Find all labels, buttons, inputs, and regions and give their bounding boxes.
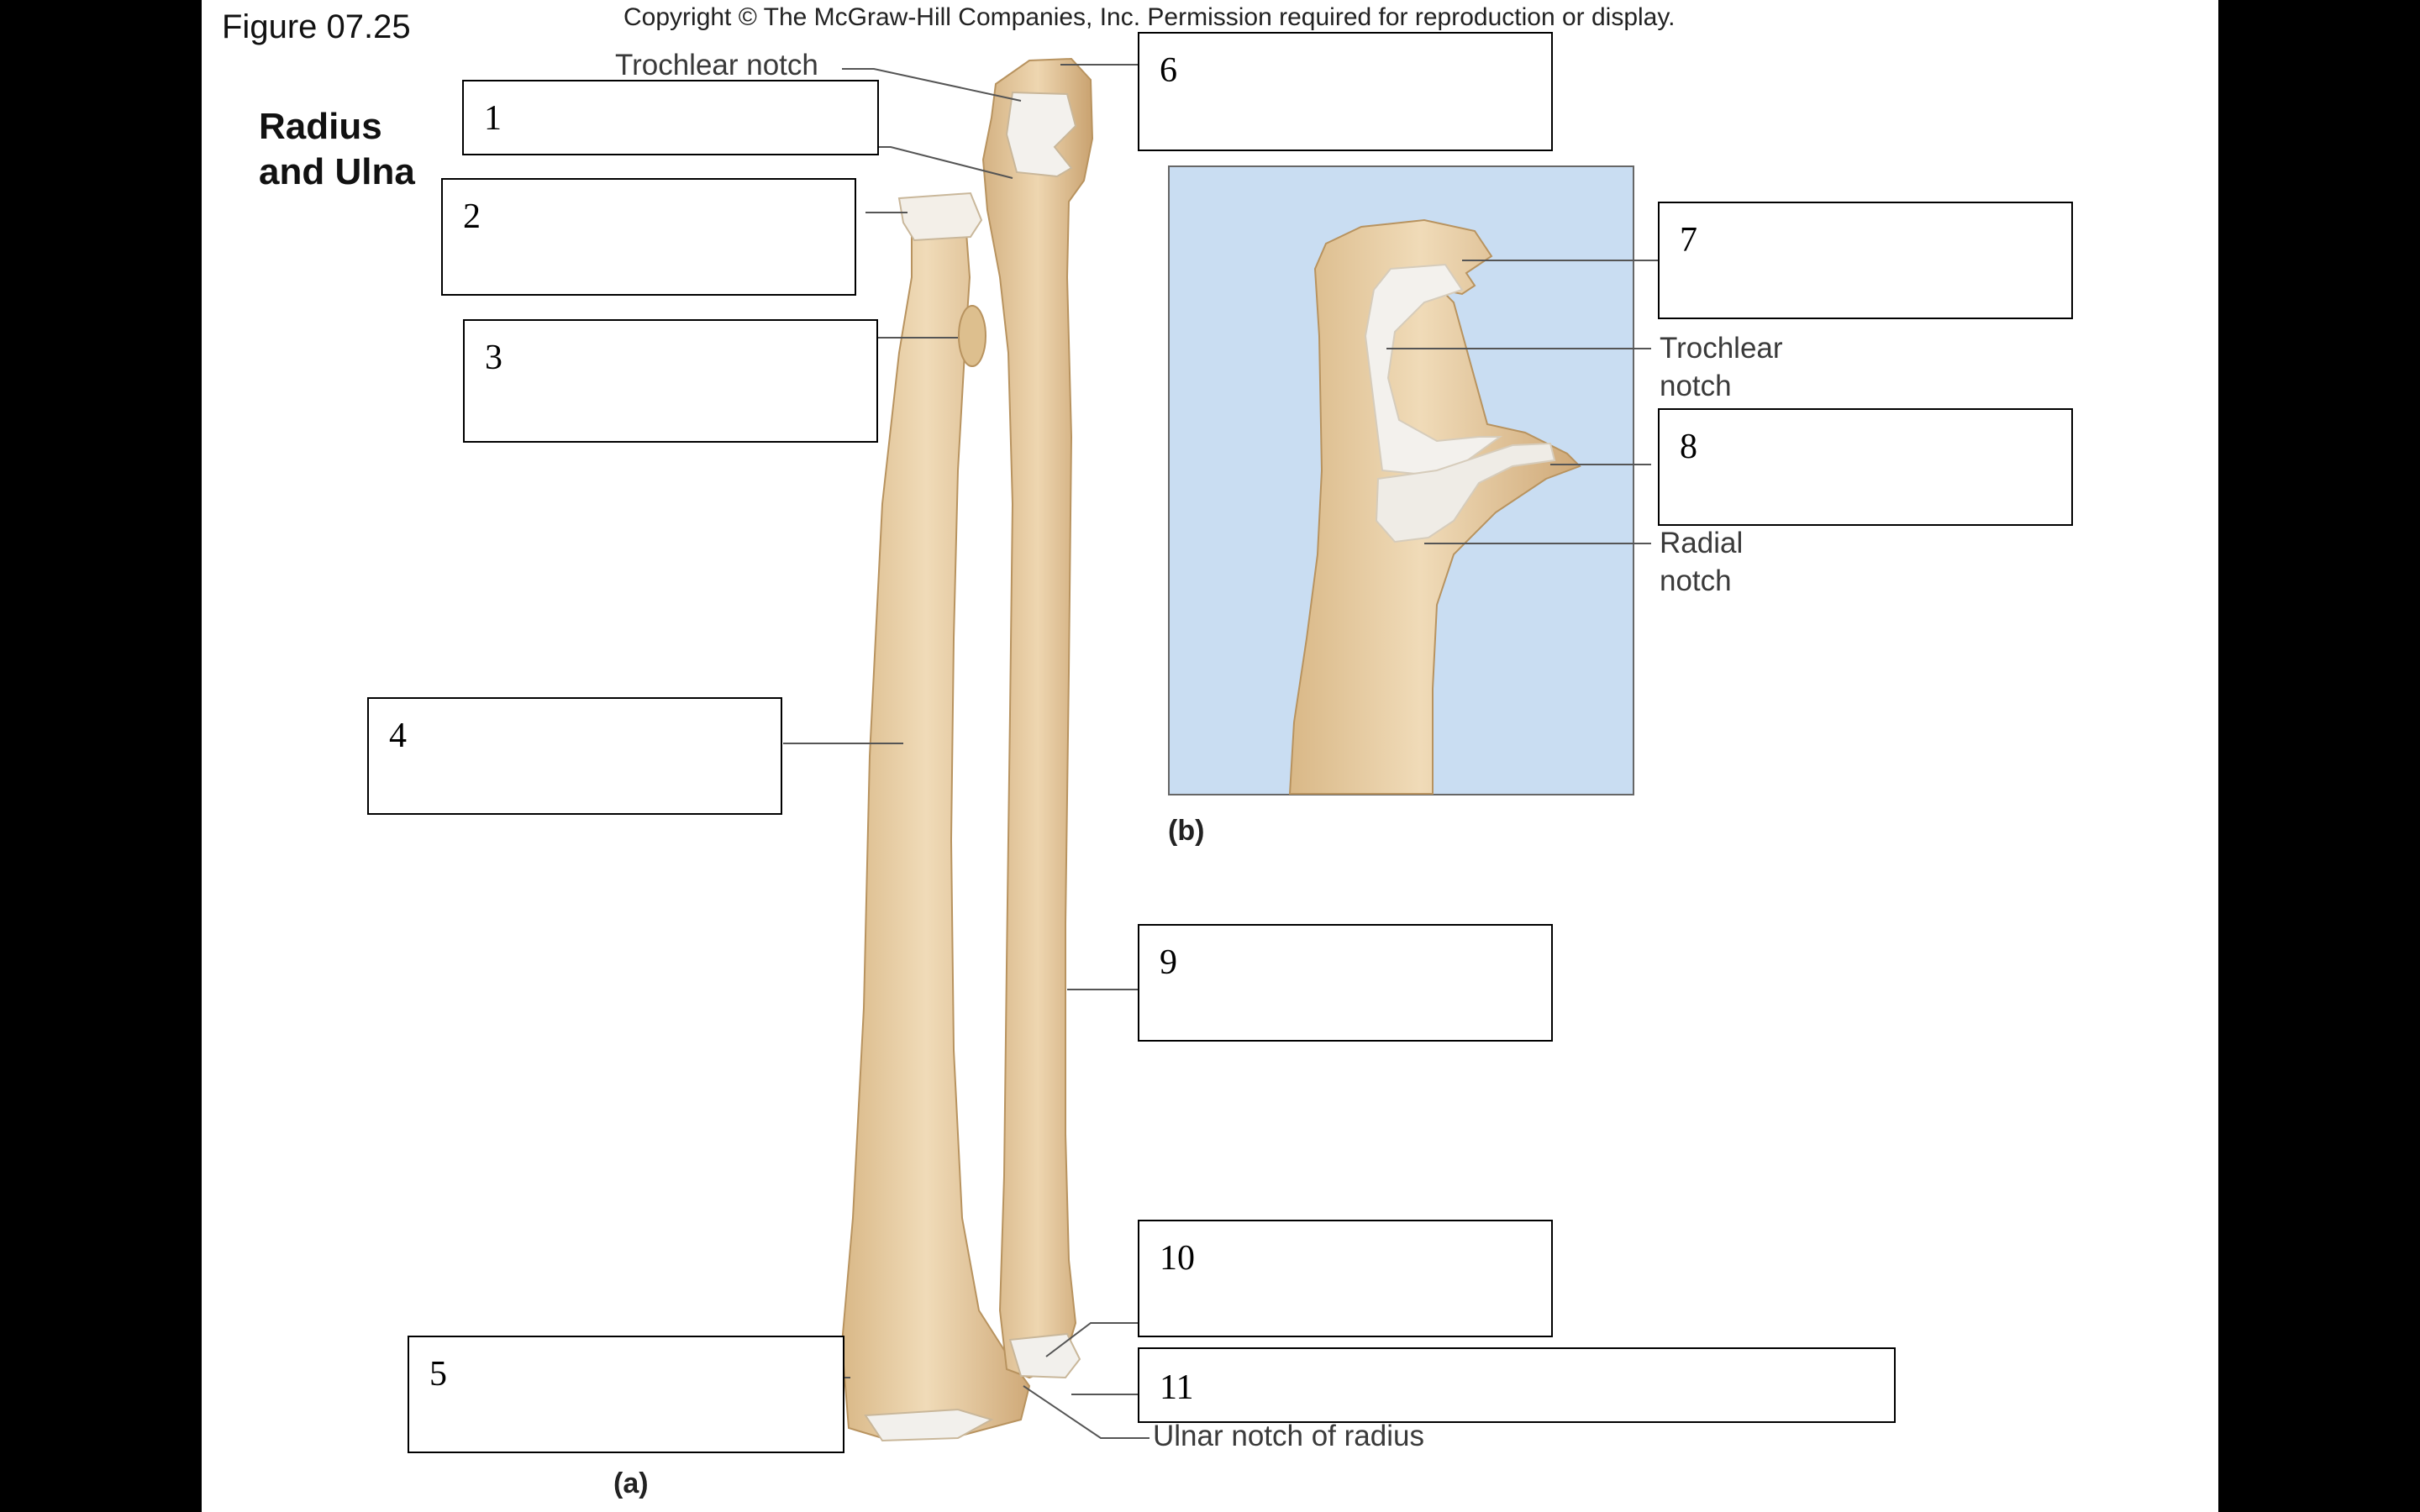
label-ulnar-notch-of-radius: Ulnar notch of radius bbox=[1153, 1420, 1424, 1452]
box-number: 2 bbox=[463, 197, 481, 236]
answer-box-3[interactable]: 3 bbox=[463, 319, 878, 443]
answer-box-7[interactable]: 7 bbox=[1658, 202, 2073, 319]
label-trochlear-notch-b-line2: notch bbox=[1660, 370, 1732, 402]
answer-box-2[interactable]: 2 bbox=[441, 178, 856, 296]
box-number: 5 bbox=[429, 1355, 447, 1394]
answer-box-6[interactable]: 6 bbox=[1138, 32, 1553, 151]
leader-trochlear-notch-a bbox=[842, 68, 1022, 102]
box-number: 6 bbox=[1160, 51, 1177, 90]
label-radial-notch-line2: notch bbox=[1660, 564, 1732, 597]
answer-box-5[interactable]: 5 bbox=[408, 1336, 844, 1453]
label-trochlear-notch-b-line1: Trochlear bbox=[1660, 332, 1783, 365]
box-number: 3 bbox=[485, 339, 502, 377]
box-number: 7 bbox=[1680, 221, 1697, 260]
slide: Figure 07.25 Copyright © The McGraw-Hill… bbox=[202, 0, 2218, 1512]
panel-label-b: (b) bbox=[1168, 815, 1205, 847]
title-line-1: Radius bbox=[259, 106, 382, 147]
leader-box-1 bbox=[878, 146, 1013, 179]
bone-illustration bbox=[783, 57, 1658, 1442]
answer-box-8[interactable]: 8 bbox=[1658, 408, 2073, 526]
trochlear-notch-cartilage bbox=[1005, 91, 1077, 178]
radius-distal-cartilage bbox=[864, 1408, 994, 1442]
answer-box-4[interactable]: 4 bbox=[367, 697, 782, 815]
inset-radial-notch-cartilage bbox=[1375, 442, 1556, 543]
answer-box-11[interactable]: 11 bbox=[1138, 1347, 1896, 1423]
box-number: 10 bbox=[1160, 1239, 1195, 1278]
box-number: 11 bbox=[1160, 1368, 1194, 1407]
box-number: 4 bbox=[389, 717, 407, 755]
leader-box-10 bbox=[1045, 1322, 1139, 1357]
radial-tuberosity bbox=[958, 305, 986, 367]
panel-label-a: (a) bbox=[613, 1467, 649, 1499]
answer-box-1[interactable]: 1 bbox=[462, 80, 879, 155]
leader-lines bbox=[783, 64, 1658, 1439]
copyright-notice: Copyright © The McGraw-Hill Companies, I… bbox=[623, 3, 1676, 31]
radial-head bbox=[897, 192, 983, 242]
box-number: 9 bbox=[1160, 943, 1177, 982]
label-radial-notch-line1: Radial bbox=[1660, 527, 1744, 559]
answer-box-10[interactable]: 10 bbox=[1138, 1220, 1553, 1337]
answer-box-9[interactable]: 9 bbox=[1138, 924, 1553, 1042]
label-trochlear-notch-a: Trochlear notch bbox=[615, 49, 818, 81]
leader-ulnar-notch bbox=[1023, 1385, 1150, 1439]
box-number: 1 bbox=[484, 99, 502, 138]
ulnar-head-cartilage bbox=[1008, 1332, 1081, 1379]
figure-label: Figure 07.25 bbox=[222, 8, 411, 45]
radius-bone bbox=[840, 209, 1031, 1440]
inset-trochlear-cartilage bbox=[1364, 263, 1503, 476]
ulna-bone bbox=[981, 57, 1094, 1379]
title-line-2: and Ulna bbox=[259, 151, 415, 192]
box-number: 8 bbox=[1680, 428, 1697, 466]
